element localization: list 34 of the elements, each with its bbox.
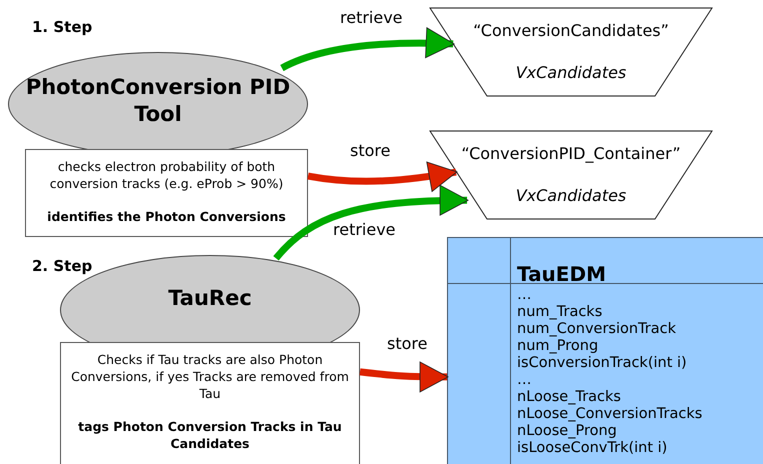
member-text: nLoose_ConversionTracks <box>517 406 702 423</box>
curved-arrow <box>273 185 468 261</box>
container-name: “ConversionPID_Container” <box>460 143 682 165</box>
member-text: nLoose_Tracks <box>517 389 621 406</box>
container-name: “ConversionCandidates” <box>472 20 670 42</box>
member-text: … <box>517 287 532 304</box>
curved-arrow <box>360 361 448 392</box>
curved-arrow <box>307 161 458 192</box>
member-text: num_Tracks <box>517 304 602 321</box>
class-table <box>447 237 763 464</box>
edge-label: retrieve <box>333 222 396 238</box>
member-text: num_Prong <box>517 338 598 355</box>
tool-name: TauRec <box>167 285 253 312</box>
edge-label: store <box>387 336 428 352</box>
member-text: isConversionTrack(int i) <box>517 355 687 372</box>
member-text: num_ConversionTrack <box>517 321 676 338</box>
member-text: nLoose_Prong <box>517 423 617 440</box>
description-box <box>25 149 308 237</box>
member-text: isLooseConvTrk(int i) <box>517 440 668 457</box>
summary-text: identifies the Photon Conversions <box>46 208 287 225</box>
container-type: VxCandidates <box>514 62 628 84</box>
class-name: TauEDM <box>517 264 606 284</box>
member-text: … <box>517 372 532 389</box>
container-type: VxCandidates <box>514 185 628 207</box>
description-box <box>60 342 360 464</box>
tool-name: PhotonConversion PID Tool <box>24 74 292 127</box>
step-label: 1. Step <box>32 20 92 35</box>
step-label: 2. Step <box>32 259 92 274</box>
curved-arrow <box>280 28 455 72</box>
edge-label: retrieve <box>340 10 403 26</box>
description-text: checks electron probability of both conversion tracks (e.g. eProb > 90%) <box>48 158 284 192</box>
edge-label: store <box>350 143 390 159</box>
description-text: Checks if Tau tracks are also Photon Conversions, if yes Tracks are removed from Tau <box>70 351 350 402</box>
summary-text: tags Photon Conversion Tracks in Tau Candidates <box>77 418 343 452</box>
